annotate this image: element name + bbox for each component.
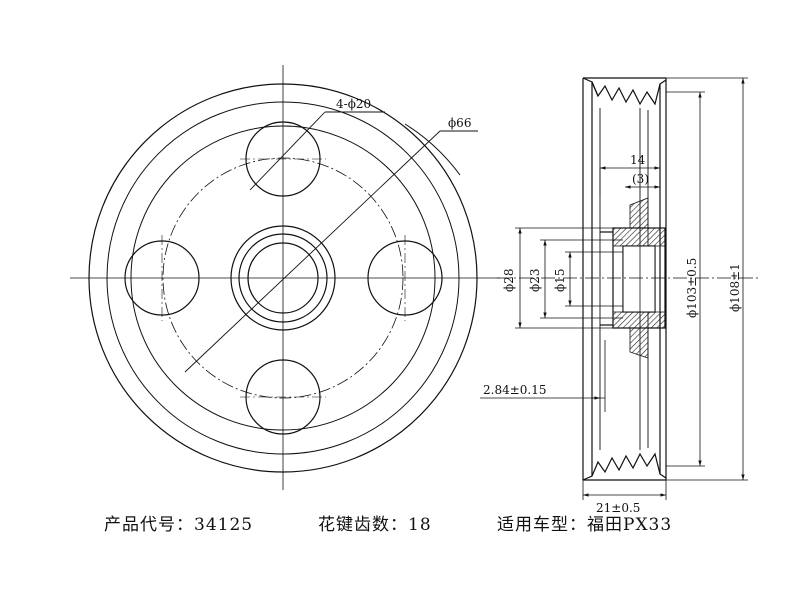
label-offset-2-84: 2.84±0.15 [483,383,547,397]
caption-product-code: 产品代号：34125 [104,515,254,535]
label-phi103: ϕ103±0.5 [685,258,699,318]
label-width-3: (3) [632,172,649,186]
caption-vehicle-model: 适用车型：福田PX33 [497,515,673,535]
pulley-outer-rim [88,83,478,473]
caption-spline-teeth: 花键齿数：18 [318,515,432,535]
hub-outer [230,225,336,331]
label-4-phi20: 4-ϕ20 [336,97,371,111]
label-phi15: ϕ15 [553,269,567,292]
label-phi23: ϕ23 [528,269,542,292]
pitch-circle-dashed [162,157,404,399]
label-phi108: ϕ108±1 [728,263,742,312]
front-view [70,65,500,490]
pulley-inner-rim [106,101,460,455]
label-phi66: ϕ66 [448,116,471,130]
hub-bore-outer [238,233,328,323]
label-width-21: 21±0.5 [596,501,640,515]
label-phi28: ϕ28 [502,269,516,292]
label-width-14: 14 [630,153,646,167]
hub-bore-inner [247,242,319,314]
bottom-groove-profile [582,452,667,481]
side-dimensions [480,77,748,500]
web-circle [130,125,436,431]
